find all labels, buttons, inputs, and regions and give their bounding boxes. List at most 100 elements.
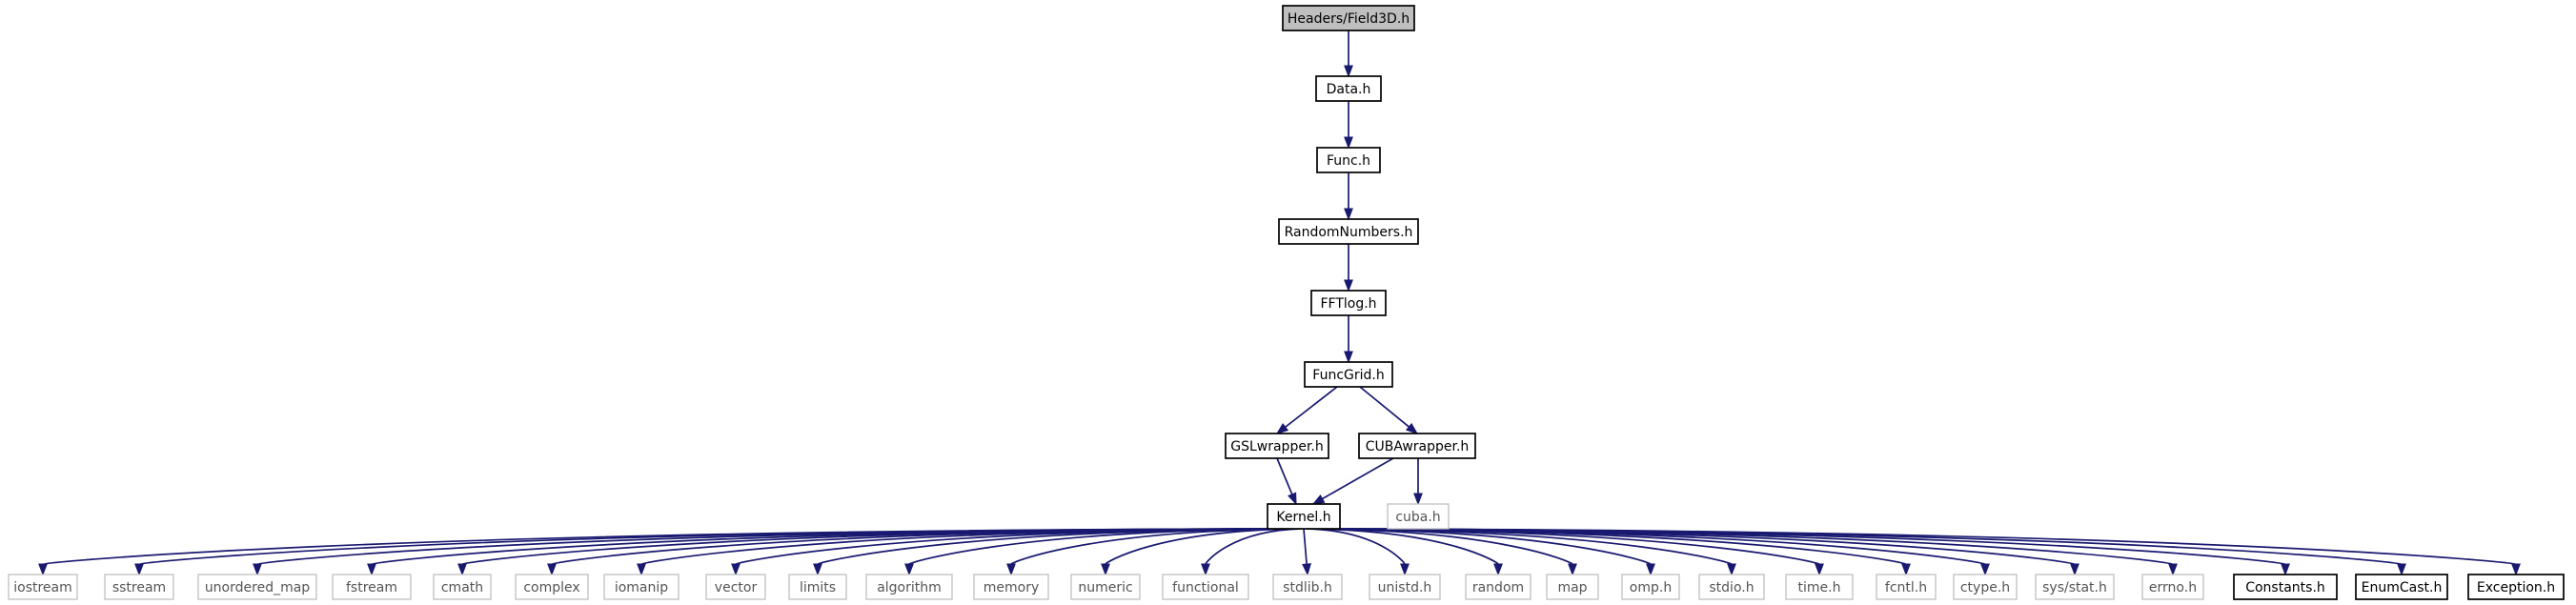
edge-kernel-to-limits-arrowhead: [813, 563, 822, 576]
node-sstream-label: sstream: [112, 580, 166, 595]
node-gslwrapper-h-box: [1225, 433, 1329, 459]
edge-kernel-to-numeric: [1105, 528, 1299, 565]
node-iostream-box: [8, 574, 78, 600]
node-ctype-h-box: [1953, 574, 2018, 600]
node-exception-h-label: Exception.h: [2477, 580, 2555, 595]
node-errno-h: errno.h: [2141, 574, 2204, 600]
edge-kernel-to-unistd-h-arrowhead: [1400, 563, 1410, 576]
node-root-box: [1282, 5, 1415, 31]
node-functional-box: [1162, 574, 1249, 600]
edge-kernel-to-constants-h-arrowhead: [2281, 563, 2290, 576]
node-constants-h-box: [2233, 574, 2338, 600]
node-map-label: map: [1557, 580, 1587, 595]
edge-kernel-to-exception-h-arrowhead: [2511, 563, 2521, 576]
node-cubawrapper-h: CUBAwrapper.h: [1358, 433, 1476, 459]
edge-kernel-to-stdlib-h: [1303, 528, 1308, 565]
node-func-h-label: Func.h: [1327, 153, 1370, 169]
node-limits-label: limits: [800, 580, 836, 595]
edge-kernel-to-complex-arrowhead: [547, 563, 557, 576]
node-enumcast-h: EnumCast.h: [2355, 574, 2448, 600]
edge-gslwrapper-to-kernel-arrowhead: [1288, 492, 1297, 506]
node-fftlog-h: FFTlog.h: [1310, 290, 1387, 316]
node-memory-box: [973, 574, 1049, 600]
node-algorithm-box: [865, 574, 953, 600]
node-sstream: sstream: [104, 574, 174, 600]
node-vector: vector: [705, 574, 766, 600]
node-omp-h-label: omp.h: [1630, 580, 1672, 595]
graph-nodes: Headers/Field3D.hData.hFunc.hRandomNumbe…: [8, 5, 2565, 600]
node-random-box: [1465, 574, 1531, 600]
node-iostream-label: iostream: [13, 580, 72, 595]
node-cuba-h-label: cuba.h: [1395, 510, 1440, 525]
node-exception-h-box: [2467, 574, 2565, 600]
edge-kernel-to-enumcast-h-arrowhead: [2397, 563, 2406, 576]
node-sys-stat-h-label: sys/stat.h: [2042, 580, 2107, 595]
node-fstream-box: [332, 574, 412, 600]
edge-kernel-to-exception-h: [1335, 528, 2517, 565]
edge-kernel-to-map-arrowhead: [1568, 563, 1577, 576]
edge-cubawrapper-to-kernel-arrowhead: [1311, 494, 1326, 505]
node-fstream-label: fstream: [346, 580, 397, 595]
node-limits: limits: [788, 574, 847, 600]
node-funcgrid-h: FuncGrid.h: [1304, 361, 1393, 388]
node-data-h: Data.h: [1315, 75, 1382, 102]
edge-kernel-to-fcntl-h-arrowhead: [1901, 563, 1911, 576]
node-stdio-h: stdio.h: [1698, 574, 1765, 600]
node-limits-box: [788, 574, 847, 600]
node-errno-h-box: [2141, 574, 2204, 600]
node-omp-h-box: [1621, 574, 1680, 600]
node-exception-h: Exception.h: [2467, 574, 2565, 600]
node-fcntl-h-label: fcntl.h: [1885, 580, 1927, 595]
node-unistd-h-box: [1369, 574, 1441, 600]
edge-kernel-to-numeric-arrowhead: [1101, 563, 1110, 576]
node-functional: functional: [1162, 574, 1249, 600]
node-vector-label: vector: [715, 580, 758, 595]
edge-kernel-to-limits: [817, 528, 1291, 565]
node-data-h-box: [1315, 75, 1382, 102]
edge-kernel-to-random: [1308, 528, 1499, 565]
edge-kernel-to-algorithm-arrowhead: [904, 563, 914, 576]
node-errno-h-label: errno.h: [2149, 580, 2197, 595]
edge-kernel-to-errno-h-arrowhead: [2168, 563, 2178, 576]
node-algorithm: algorithm: [865, 574, 953, 600]
node-unordered-map-label: unordered_map: [205, 580, 310, 595]
node-stdio-h-label: stdio.h: [1709, 580, 1754, 595]
node-cuba-h-box: [1387, 503, 1450, 530]
node-omp-h: omp.h: [1621, 574, 1680, 600]
edge-kernel-to-sys-stat-h-arrowhead: [2070, 563, 2079, 576]
node-iomanip: iomanip: [603, 574, 679, 600]
node-numeric-label: numeric: [1078, 580, 1132, 595]
node-data-h-label: Data.h: [1327, 82, 1371, 97]
edge-kernel-to-time-h-arrowhead: [1815, 563, 1824, 576]
node-enumcast-h-label: EnumCast.h: [2362, 580, 2443, 595]
edge-kernel-to-iomanip-arrowhead: [637, 563, 646, 576]
node-gslwrapper-h: GSLwrapper.h: [1225, 433, 1329, 459]
node-enumcast-h-box: [2355, 574, 2448, 600]
node-fftlog-h-box: [1310, 290, 1387, 316]
edge-kernel-to-omp-h-arrowhead: [1646, 563, 1655, 576]
node-unistd-h-label: unistd.h: [1378, 580, 1432, 595]
node-randomnumbers-h-box: [1278, 218, 1419, 245]
node-cubawrapper-h-box: [1358, 433, 1476, 459]
edge-kernel-to-unistd-h: [1306, 528, 1406, 565]
node-algorithm-label: algorithm: [877, 580, 942, 595]
node-numeric-box: [1070, 574, 1141, 600]
edge-kernel-to-ctype-h-arrowhead: [1980, 563, 1990, 576]
edge-randomnumbers-h-to-fftlog-h-arrowhead: [1344, 279, 1353, 292]
node-stdlib-h: stdlib.h: [1272, 574, 1343, 600]
edge-kernel-to-stdio-h-arrowhead: [1727, 563, 1736, 576]
node-constants-h: Constants.h: [2233, 574, 2338, 600]
node-fstream: fstream: [332, 574, 412, 600]
node-iomanip-box: [603, 574, 679, 600]
edge-kernel-to-stdlib-h-arrowhead: [1302, 563, 1311, 576]
node-sstream-box: [104, 574, 174, 600]
node-root: Headers/Field3D.h: [1282, 5, 1415, 31]
node-time-h-label: time.h: [1798, 580, 1841, 595]
edge-kernel-to-vector-arrowhead: [731, 563, 740, 576]
node-sys-stat-h: sys/stat.h: [2035, 574, 2115, 600]
node-func-h: Func.h: [1316, 147, 1381, 173]
node-ctype-h-label: ctype.h: [1960, 580, 2010, 595]
node-funcgrid-h-label: FuncGrid.h: [1312, 368, 1384, 383]
node-random-label: random: [1472, 580, 1524, 595]
node-kernel-h-label: Kernel.h: [1276, 510, 1330, 525]
